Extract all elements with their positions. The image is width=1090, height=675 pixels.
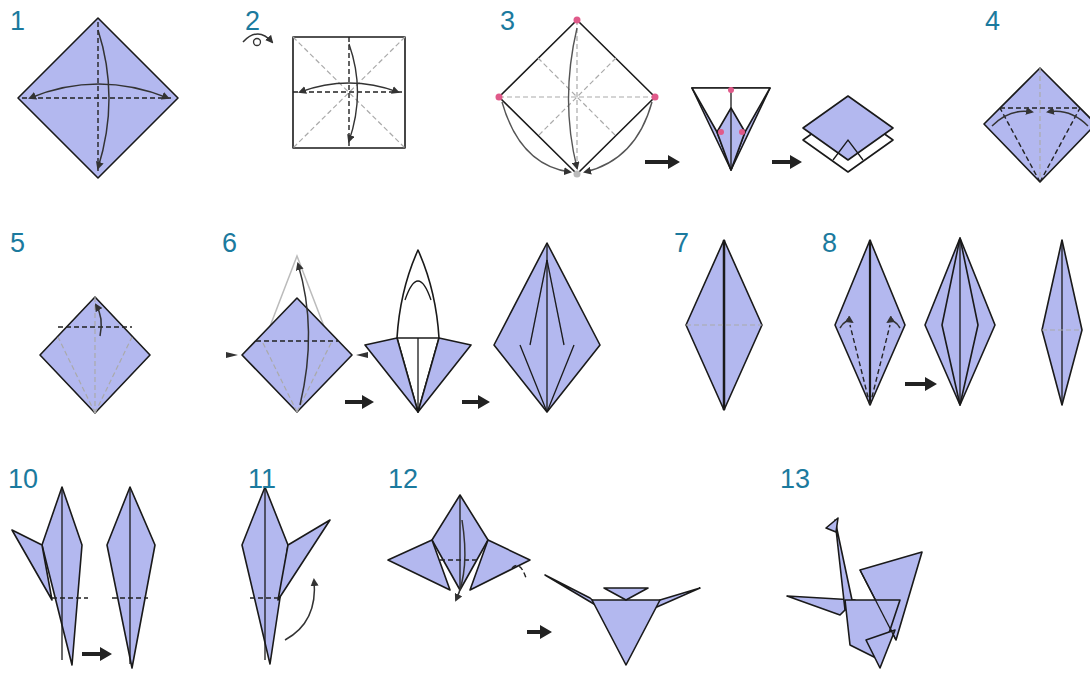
step-7-figure — [686, 240, 762, 410]
step-number: 3 — [500, 8, 515, 35]
step-number: 10 — [8, 466, 38, 493]
step-number: 6 — [222, 230, 237, 257]
step-number: 13 — [780, 466, 810, 493]
step-6-figure — [226, 243, 600, 412]
step-number: 2 — [245, 8, 260, 35]
step-3-figure — [496, 17, 894, 178]
step-10-figure — [12, 487, 155, 668]
step-1-figure — [18, 18, 178, 178]
step-8-figure — [835, 238, 1082, 405]
step-number: 4 — [985, 8, 1000, 35]
step-number: 12 — [388, 466, 418, 493]
step-number: 7 — [674, 230, 689, 257]
step-number: 5 — [10, 230, 25, 257]
step-4-figure — [984, 68, 1090, 182]
step-2-figure — [243, 34, 405, 148]
step-11-figure — [242, 487, 330, 664]
step-number: 8 — [822, 230, 837, 257]
step-5-figure — [40, 297, 150, 413]
step-number: 1 — [10, 8, 25, 35]
step-13-figure — [787, 518, 922, 668]
step-number: 11 — [248, 466, 276, 493]
step-12-figure — [388, 495, 700, 665]
